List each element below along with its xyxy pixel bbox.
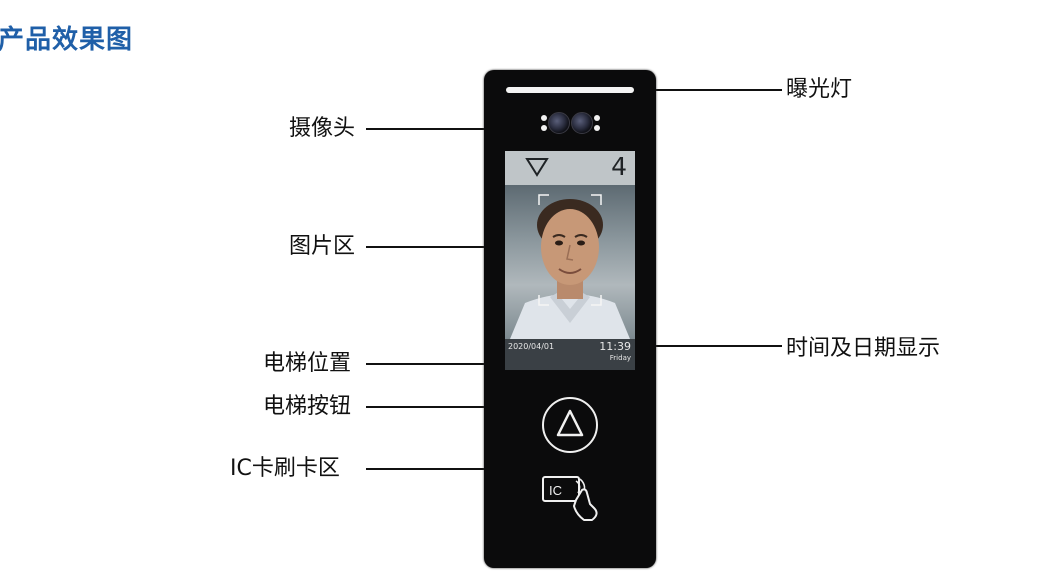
leader-line-elevator-position [366, 363, 488, 365]
label-picture-area: 图片区 [289, 234, 356, 259]
exposure-light-bar [506, 87, 634, 93]
ir-led-dot [594, 125, 600, 131]
time-text: 11:39 [599, 340, 631, 353]
leader-line-ic-card-area [366, 468, 488, 470]
leader-line-exposure-light [654, 89, 782, 91]
ic-card-reader[interactable]: IC [540, 474, 604, 526]
ir-led-dot [594, 115, 600, 121]
weekday-text: Friday [609, 354, 631, 362]
label-elevator-position: 电梯位置 [263, 351, 352, 376]
ic-card-tap-icon: IC [542, 476, 598, 521]
label-exposure-light: 曝光灯 [786, 77, 853, 102]
face-illustration [510, 194, 630, 339]
leader-line-picture-area [366, 246, 488, 248]
label-camera: 摄像头 [289, 116, 356, 141]
page-title: 产品效果图 [0, 25, 134, 55]
label-time-date-display: 时间及日期显示 [786, 336, 941, 361]
screen-info-bar: 2020/04/01 11:39 Friday [505, 339, 635, 370]
screen-status-bar: 4 [505, 151, 635, 185]
face-photo [505, 185, 635, 339]
leader-line-elevator-button [366, 406, 488, 408]
label-elevator-button: 电梯按钮 [263, 394, 352, 419]
elevator-call-button[interactable] [542, 397, 598, 453]
up-triangle-icon [556, 409, 584, 437]
label-ic-card-area: IC卡刷卡区 [230, 456, 340, 481]
ir-led-dot [541, 115, 547, 121]
display-screen: 4 [505, 151, 635, 370]
camera-lens-icon [548, 112, 570, 134]
leader-line-camera [366, 128, 488, 130]
camera-lens-icon [571, 112, 593, 134]
ir-led-dot [541, 125, 547, 131]
device-panel: 4 [484, 70, 656, 568]
svg-text:IC: IC [549, 483, 562, 498]
floor-number: 4 [611, 152, 627, 181]
date-text: 2020/04/01 [508, 342, 555, 351]
leader-line-time-date [654, 345, 782, 347]
down-triangle-icon [525, 158, 549, 177]
